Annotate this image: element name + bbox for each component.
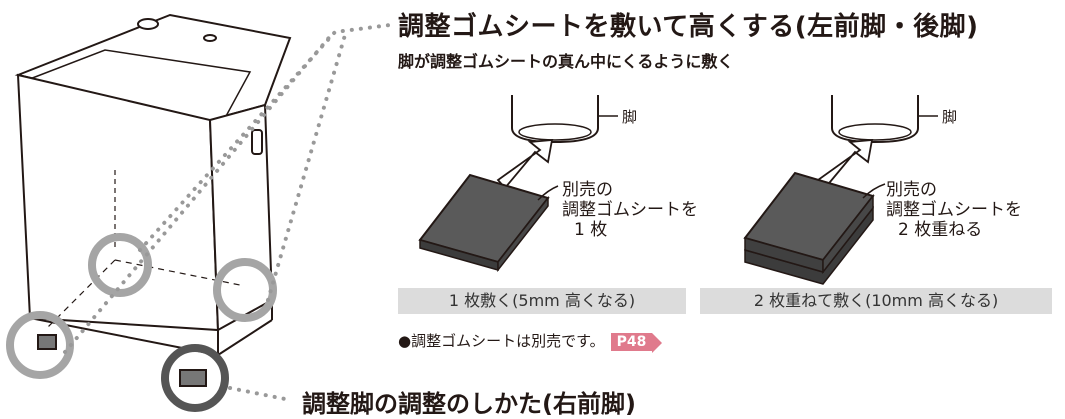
leg-label-right: 脚 xyxy=(942,108,958,126)
washing-machine-illustration xyxy=(14,13,292,387)
option-two-sheets: 2 枚重ねて敷く(10mm 高くなる) xyxy=(700,288,1052,314)
heading-rubber-sheet: 調整ゴムシートを敷いて高くする(左前脚・後脚) xyxy=(398,12,979,42)
heading-adjust-foot: 調整脚の調整のしかた(右前脚) xyxy=(302,390,636,418)
sheet-note-right-line3: 2 枚重ねる xyxy=(898,220,983,240)
single-sheet-figure xyxy=(418,95,618,273)
sheet-note-right-line1: 別売の xyxy=(886,180,937,200)
subheading-placement: 脚が調整ゴムシートの真ん中にくるように敷く xyxy=(398,52,734,71)
sheet-note-left-line1: 別売の xyxy=(562,180,613,200)
page-reference-badge[interactable]: P48 xyxy=(610,333,663,353)
sheet-note-left-line2: 調整ゴムシートを xyxy=(562,200,698,220)
dotted-leaders xyxy=(63,23,392,402)
footnote-text: ●調整ゴムシートは別売です。 xyxy=(398,332,605,350)
sheet-note-right-line2: 調整ゴムシートを xyxy=(886,200,1022,220)
option-one-sheet: 1 枚敷く(5mm 高くなる) xyxy=(398,288,686,314)
leg-label-left: 脚 xyxy=(622,108,638,126)
footnote: ●調整ゴムシートは別売です。 P48 xyxy=(398,330,663,353)
sheet-note-right: 別売の 調整ゴムシートを 2 枚重ねる xyxy=(886,180,1022,240)
sheet-note-left: 別売の 調整ゴムシートを 1 枚 xyxy=(562,180,698,240)
sheet-note-left-line3: 1 枚 xyxy=(574,220,608,240)
foot-highlight-circles xyxy=(6,233,277,412)
double-sheet-figure xyxy=(743,95,938,285)
